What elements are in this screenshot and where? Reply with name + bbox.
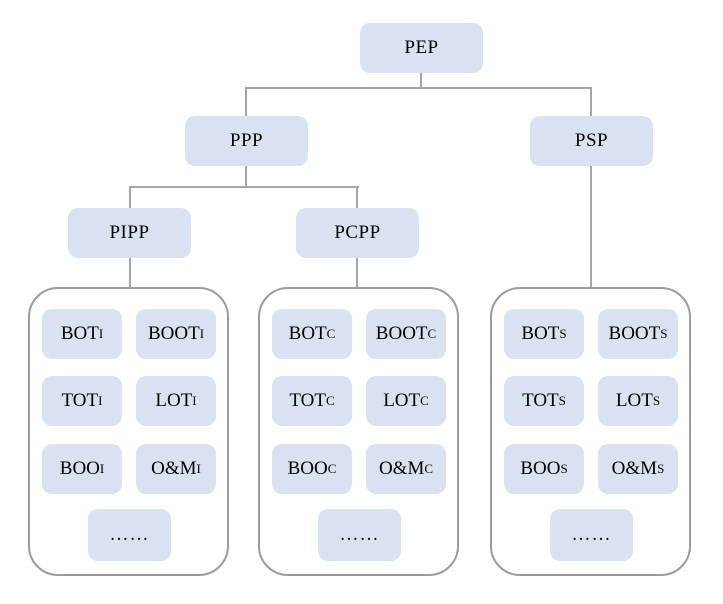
contract-label: TOT [289,390,326,411]
connector-level1-h [245,87,592,89]
contract-label: LOT [383,390,421,411]
node-pep: PEP [360,23,483,73]
contract-label: O&M [378,458,425,479]
contract-label: BOT [60,323,99,344]
connector-ppp-up [245,87,247,116]
connector-pipp-group [129,258,131,287]
connector-pcpp-up [356,186,358,208]
contract-label: BOO [59,458,100,479]
node-pipp: PIPP [68,208,191,258]
contract-label: BOOT [147,323,200,344]
contract-label: TOT [61,390,99,411]
node-psp: PSP [530,116,653,166]
contract-label: LOT [615,390,653,411]
connector-pcpp-group [356,258,358,287]
contract-label: O&M [611,458,658,479]
node-pcpp: PCPP [296,208,419,258]
ellipsis-box: …… [318,509,401,561]
contract-label: BOT [288,323,327,344]
contract-label: BOT [521,323,560,344]
connector-psp-group [590,166,592,287]
contract-label: LOT [155,390,193,411]
contract-label: BOO [520,458,561,479]
connector-pipp-up [129,186,131,208]
connector-psp-up [590,87,592,116]
connector-ppp-down [245,166,247,188]
contract-label: BOO [287,458,328,479]
node-ppp: PPP [185,116,308,166]
contract-label: TOT [522,390,559,411]
ellipsis-box: …… [88,509,171,561]
connector-level2-h [129,186,359,188]
ellipsis-box: …… [550,509,633,561]
connector-pep-down [420,73,422,89]
contract-label: BOOT [608,323,661,344]
contract-label: O&M [151,458,197,479]
contract-label: BOOT [375,323,428,344]
